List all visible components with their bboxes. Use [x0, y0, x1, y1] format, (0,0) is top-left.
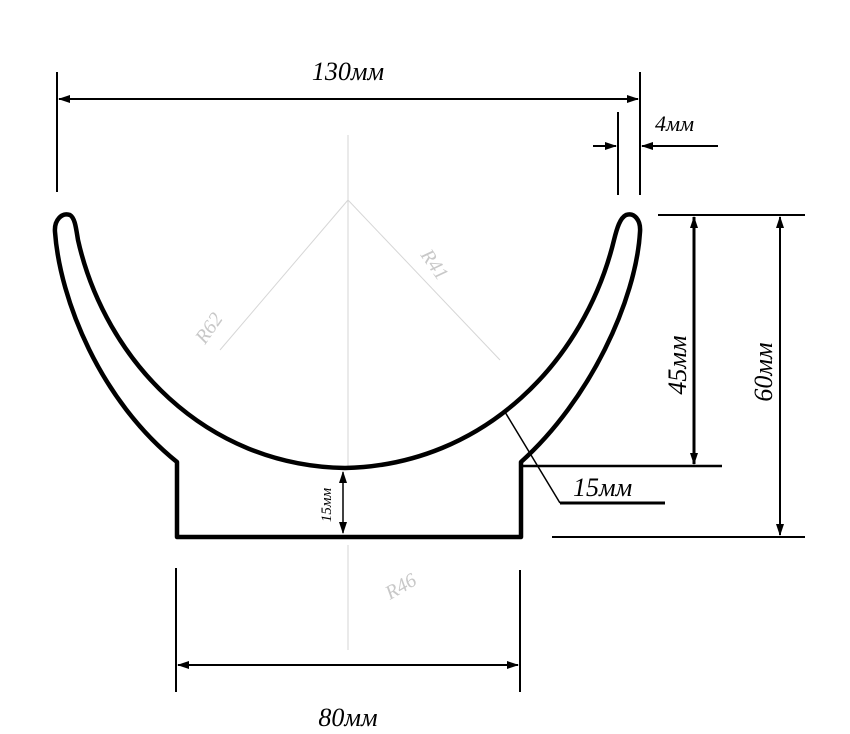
- label-15mm-center: 15мм: [319, 488, 335, 523]
- dim-wall-thickness: [593, 112, 718, 195]
- construction-radius-left: [219, 199, 349, 351]
- dim-top-width: [56, 72, 641, 195]
- label-60mm: 60мм: [749, 342, 778, 401]
- dim-base-width: [175, 568, 521, 692]
- label-80mm: 80мм: [318, 703, 377, 732]
- label-130mm: 130мм: [312, 57, 384, 86]
- faint-label-r41: R41: [415, 244, 452, 284]
- construction-radius-right: [347, 199, 501, 361]
- construction-lines: [219, 135, 501, 650]
- label-4mm: 4мм: [655, 111, 694, 136]
- dim-side-thickness: [504, 411, 665, 505]
- faint-label-r62: R62: [191, 309, 228, 349]
- leader-line-15: [504, 411, 561, 504]
- label-15mm-side: 15мм: [573, 473, 632, 502]
- faint-label-r46: R46: [381, 569, 421, 605]
- part-profile-outline: [52, 212, 643, 540]
- dim-heights: [521, 214, 805, 538]
- label-45mm: 45мм: [663, 335, 692, 394]
